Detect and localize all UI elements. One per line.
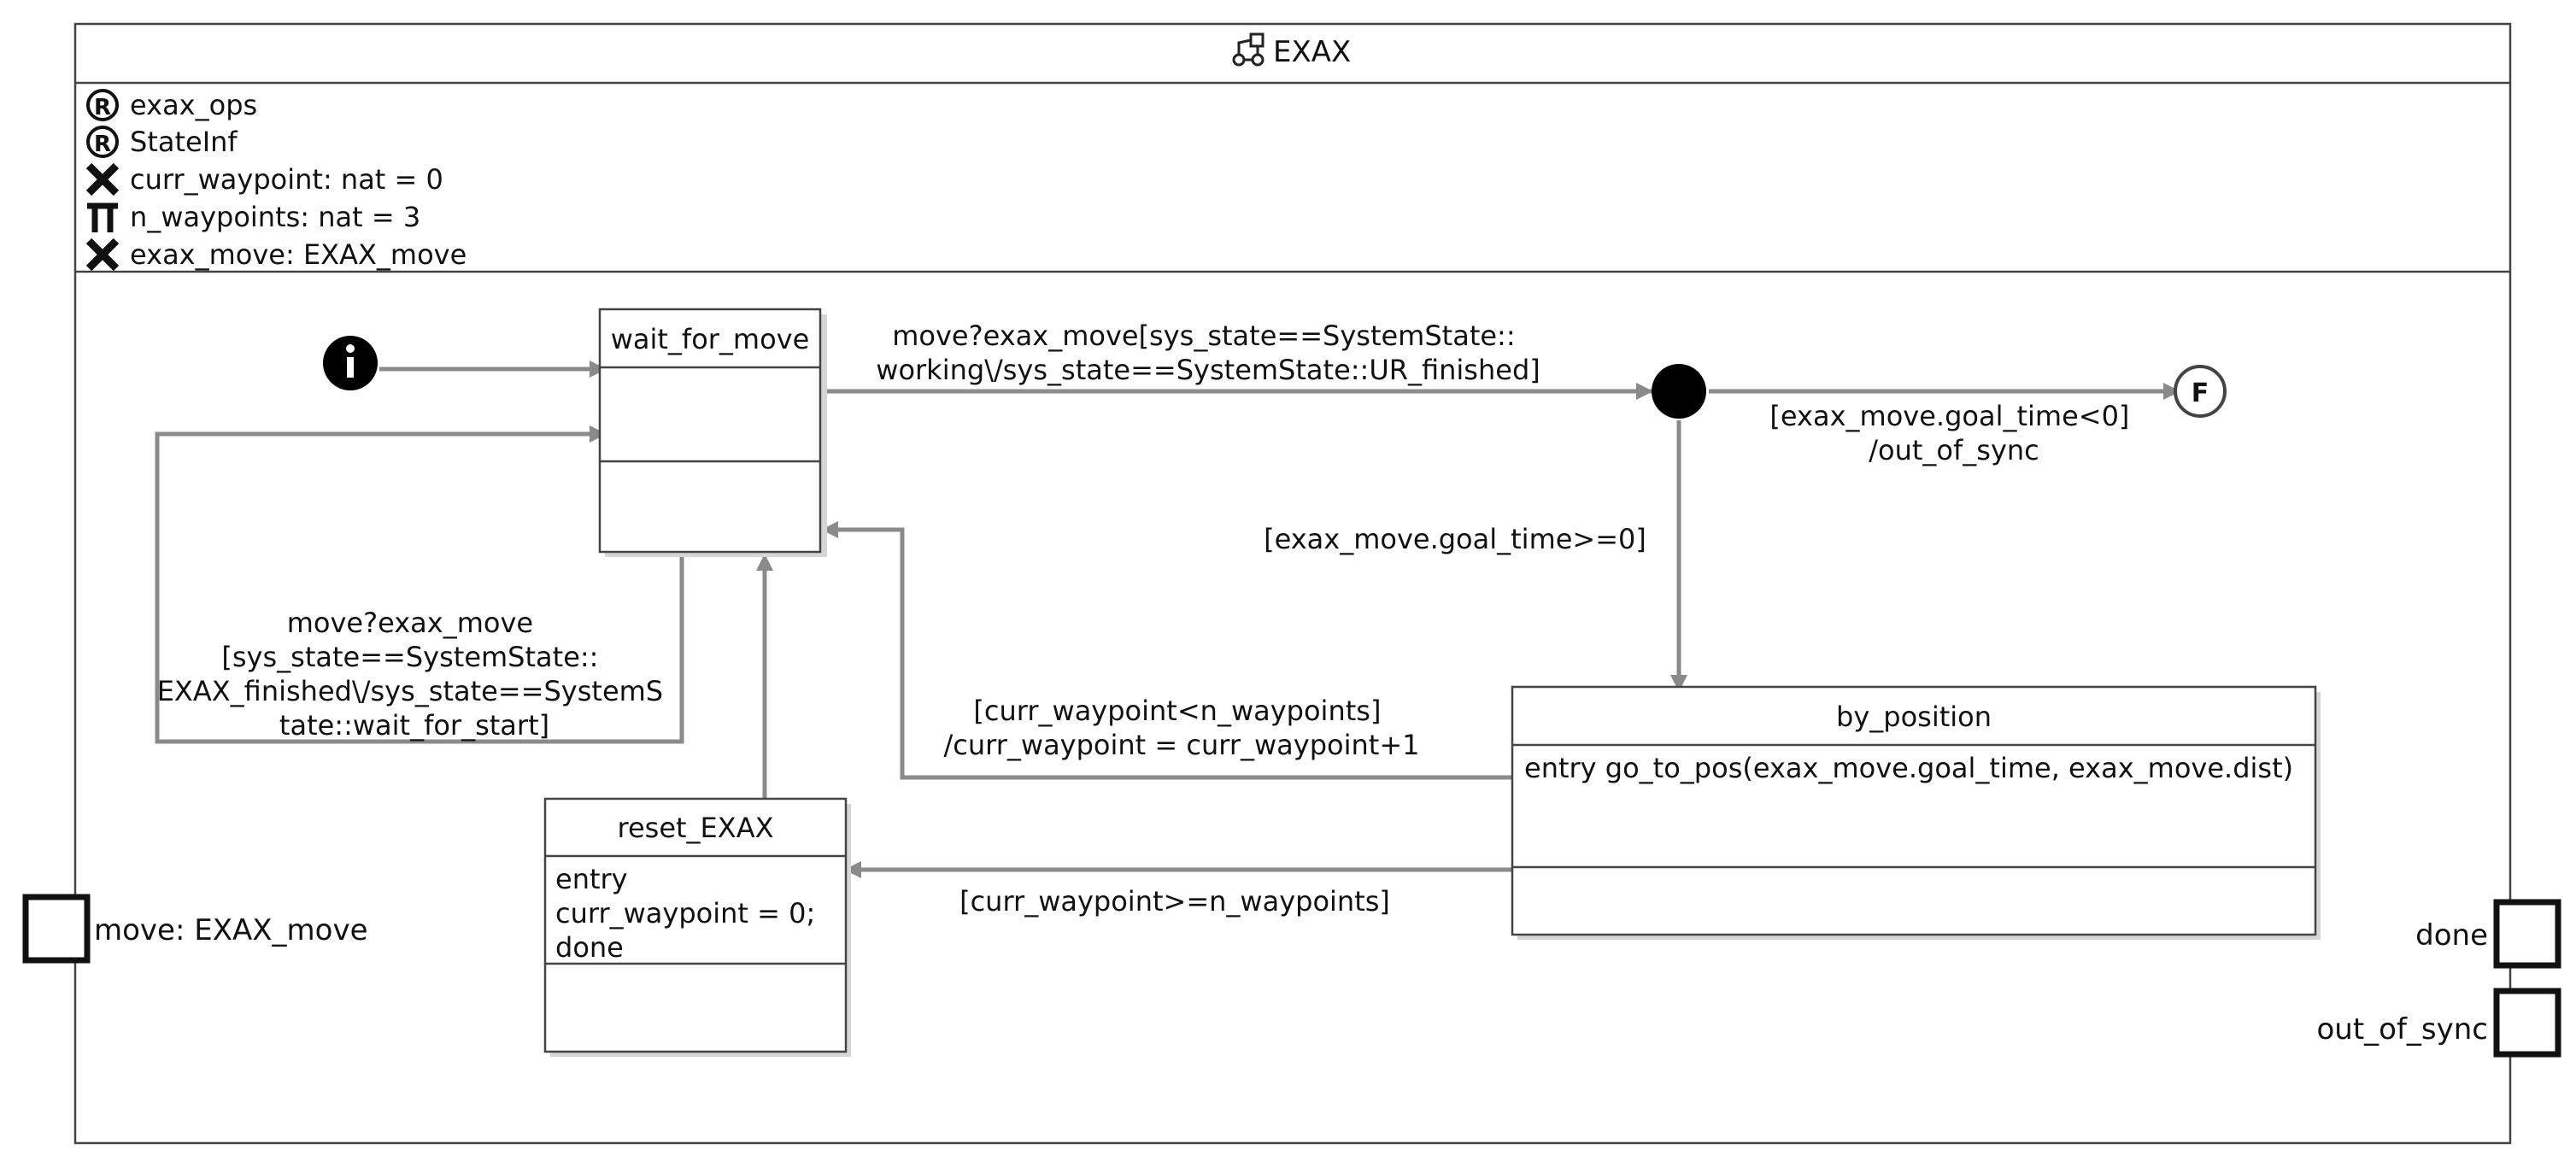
declaration-row: n_waypoints: nat = 3: [87, 201, 420, 233]
declaration-row: exax_move: EXAX_move: [85, 238, 466, 272]
declaration-row: curr_waypoint: nat = 0: [85, 162, 443, 196]
port-label: done: [2415, 918, 2488, 953]
label-t-back: [curr_waypoint<n_waypoints] /curr_waypoi…: [943, 695, 1419, 761]
port-label: move: EXAX_move: [94, 913, 368, 947]
state-reset-exax[interactable]: reset_EXAX entry curr_waypoint = 0; done: [543, 797, 851, 1057]
state-wait-for-move[interactable]: wait_for_move: [598, 308, 827, 557]
final-label: F: [2192, 378, 2209, 408]
svg-text:R: R: [94, 132, 111, 157]
pi-const-icon: [87, 202, 118, 232]
transition-self-loop[interactable]: [155, 425, 684, 744]
svg-text:R: R: [94, 95, 111, 120]
port-out-of-sync[interactable]: out_of_sync: [2316, 988, 2561, 1058]
declaration-text: StateInf: [130, 126, 238, 158]
declaration-row: R exax_ops: [86, 89, 257, 121]
declaration-text: exax_move: EXAX_move: [130, 238, 466, 271]
label-t-self: move?exax_move [sys_state==SystemState::…: [157, 607, 672, 742]
state-name: reset_EXAX: [618, 812, 774, 844]
transition-by-position-to-wait[interactable]: [821, 521, 1512, 780]
label-t-top: move?exax_move[sys_state==SystemState:: …: [876, 320, 1540, 386]
state-machine-icon: [1232, 32, 1265, 67]
port-move[interactable]: move: EXAX_move: [22, 894, 368, 964]
label-t-reset: [curr_waypoint>=n_waypoints]: [959, 885, 1390, 918]
final-node[interactable]: F: [2174, 365, 2227, 418]
declarations: R exax_ops R StateInf curr_waypoint: nat…: [85, 89, 466, 272]
declaration-text: exax_ops: [130, 89, 257, 121]
state-by-position[interactable]: by_position entry go_to_pos(exax_move.go…: [1511, 685, 2321, 940]
declaration-text: curr_waypoint: nat = 0: [130, 163, 443, 196]
initial-node[interactable]: [323, 336, 378, 390]
machine-title-text: EXAX: [1273, 35, 1351, 69]
transition-labels: move?exax_move[sys_state==SystemState:: …: [157, 320, 2138, 918]
label-t-down: [exax_move.goal_time>=0]: [1264, 523, 1646, 555]
transitions: [155, 361, 2180, 878]
machine-frame: [73, 22, 2512, 1145]
state-name: wait_for_move: [611, 323, 810, 355]
port-label: out_of_sync: [2316, 1012, 2488, 1047]
label-t-final: [exax_move.goal_time<0] /out_of_sync: [1769, 400, 2138, 466]
junction-node[interactable]: [1652, 364, 1706, 419]
x-var-icon: [85, 238, 120, 272]
r-circle-icon: R: [86, 89, 119, 121]
machine-title: EXAX: [1232, 32, 1351, 69]
state-action: entry curr_waypoint = 0; done: [555, 863, 824, 964]
declaration-text: n_waypoints: nat = 3: [130, 201, 420, 233]
state-name: by_position: [1836, 701, 1992, 733]
r-circle-icon: R: [86, 126, 119, 158]
port-done[interactable]: done: [2415, 899, 2561, 969]
x-var-icon: [85, 162, 120, 196]
declaration-row: R StateInf: [86, 126, 238, 158]
state-action: entry go_to_pos(exax_move.goal_time, exa…: [1524, 752, 2293, 784]
